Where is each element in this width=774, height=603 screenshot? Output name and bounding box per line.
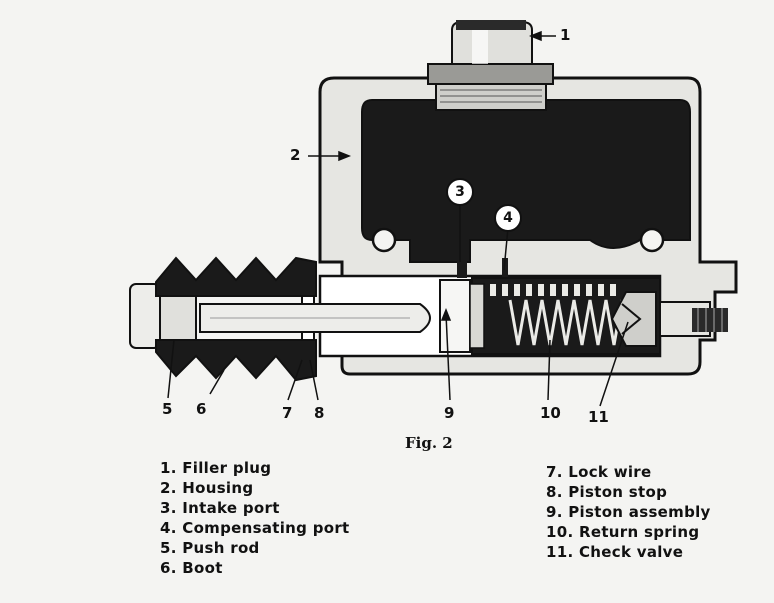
legend-item-piston-stop: 8. Piston stop (546, 483, 668, 501)
legend-item-filler-plug: 1. Filler plug (160, 459, 272, 477)
legend-item-housing: 2. Housing (160, 479, 254, 497)
figure-caption: Fig. 2 (405, 434, 453, 452)
reservoir (361, 99, 691, 263)
piston-assembly (439, 279, 485, 353)
callout-5: 5 (162, 400, 173, 418)
filler-plug (427, 20, 554, 111)
boot-bottom (155, 339, 317, 382)
return-spring (508, 299, 624, 346)
callout-3: 3 (446, 178, 474, 206)
callout-1: 1 (560, 26, 571, 44)
legend-left: 1. Filler plug 2. Housing 3. Intake port… (160, 458, 350, 578)
callout-2: 2 (290, 146, 301, 164)
callout-8: 8 (314, 404, 325, 422)
intake-port (457, 240, 467, 278)
legend-right: 7. Lock wire 8. Piston stop 9. Piston as… (546, 462, 711, 562)
legend-item-piston-assembly: 9. Piston assembly (546, 503, 711, 521)
outlet-fitting (659, 301, 728, 337)
callout-4: 4 (494, 204, 522, 232)
mounting-hole-right (639, 227, 665, 253)
legend-item-lock-wire: 7. Lock wire (546, 463, 652, 481)
check-valve (610, 291, 657, 347)
legend-item-return-spring: 10. Return spring (546, 523, 700, 541)
legend-item-push-rod: 5. Push rod (160, 539, 260, 557)
callout-10: 10 (540, 404, 561, 422)
compensating-port (502, 258, 508, 278)
callout-11: 11 (588, 408, 609, 426)
spring-coils-top (490, 284, 616, 296)
mounting-hole-left (371, 227, 397, 253)
callout-9: 9 (444, 404, 455, 422)
callout-7: 7 (282, 404, 293, 422)
legend-item-intake-port: 3. Intake port (160, 499, 280, 517)
legend-item-boot: 6. Boot (160, 559, 223, 577)
boot-top (155, 256, 317, 297)
legend-item-compensating-port: 4. Compensating port (160, 519, 350, 537)
legend-item-check-valve: 11. Check valve (546, 543, 684, 561)
callout-6: 6 (196, 400, 207, 418)
leader-lines (167, 30, 629, 407)
